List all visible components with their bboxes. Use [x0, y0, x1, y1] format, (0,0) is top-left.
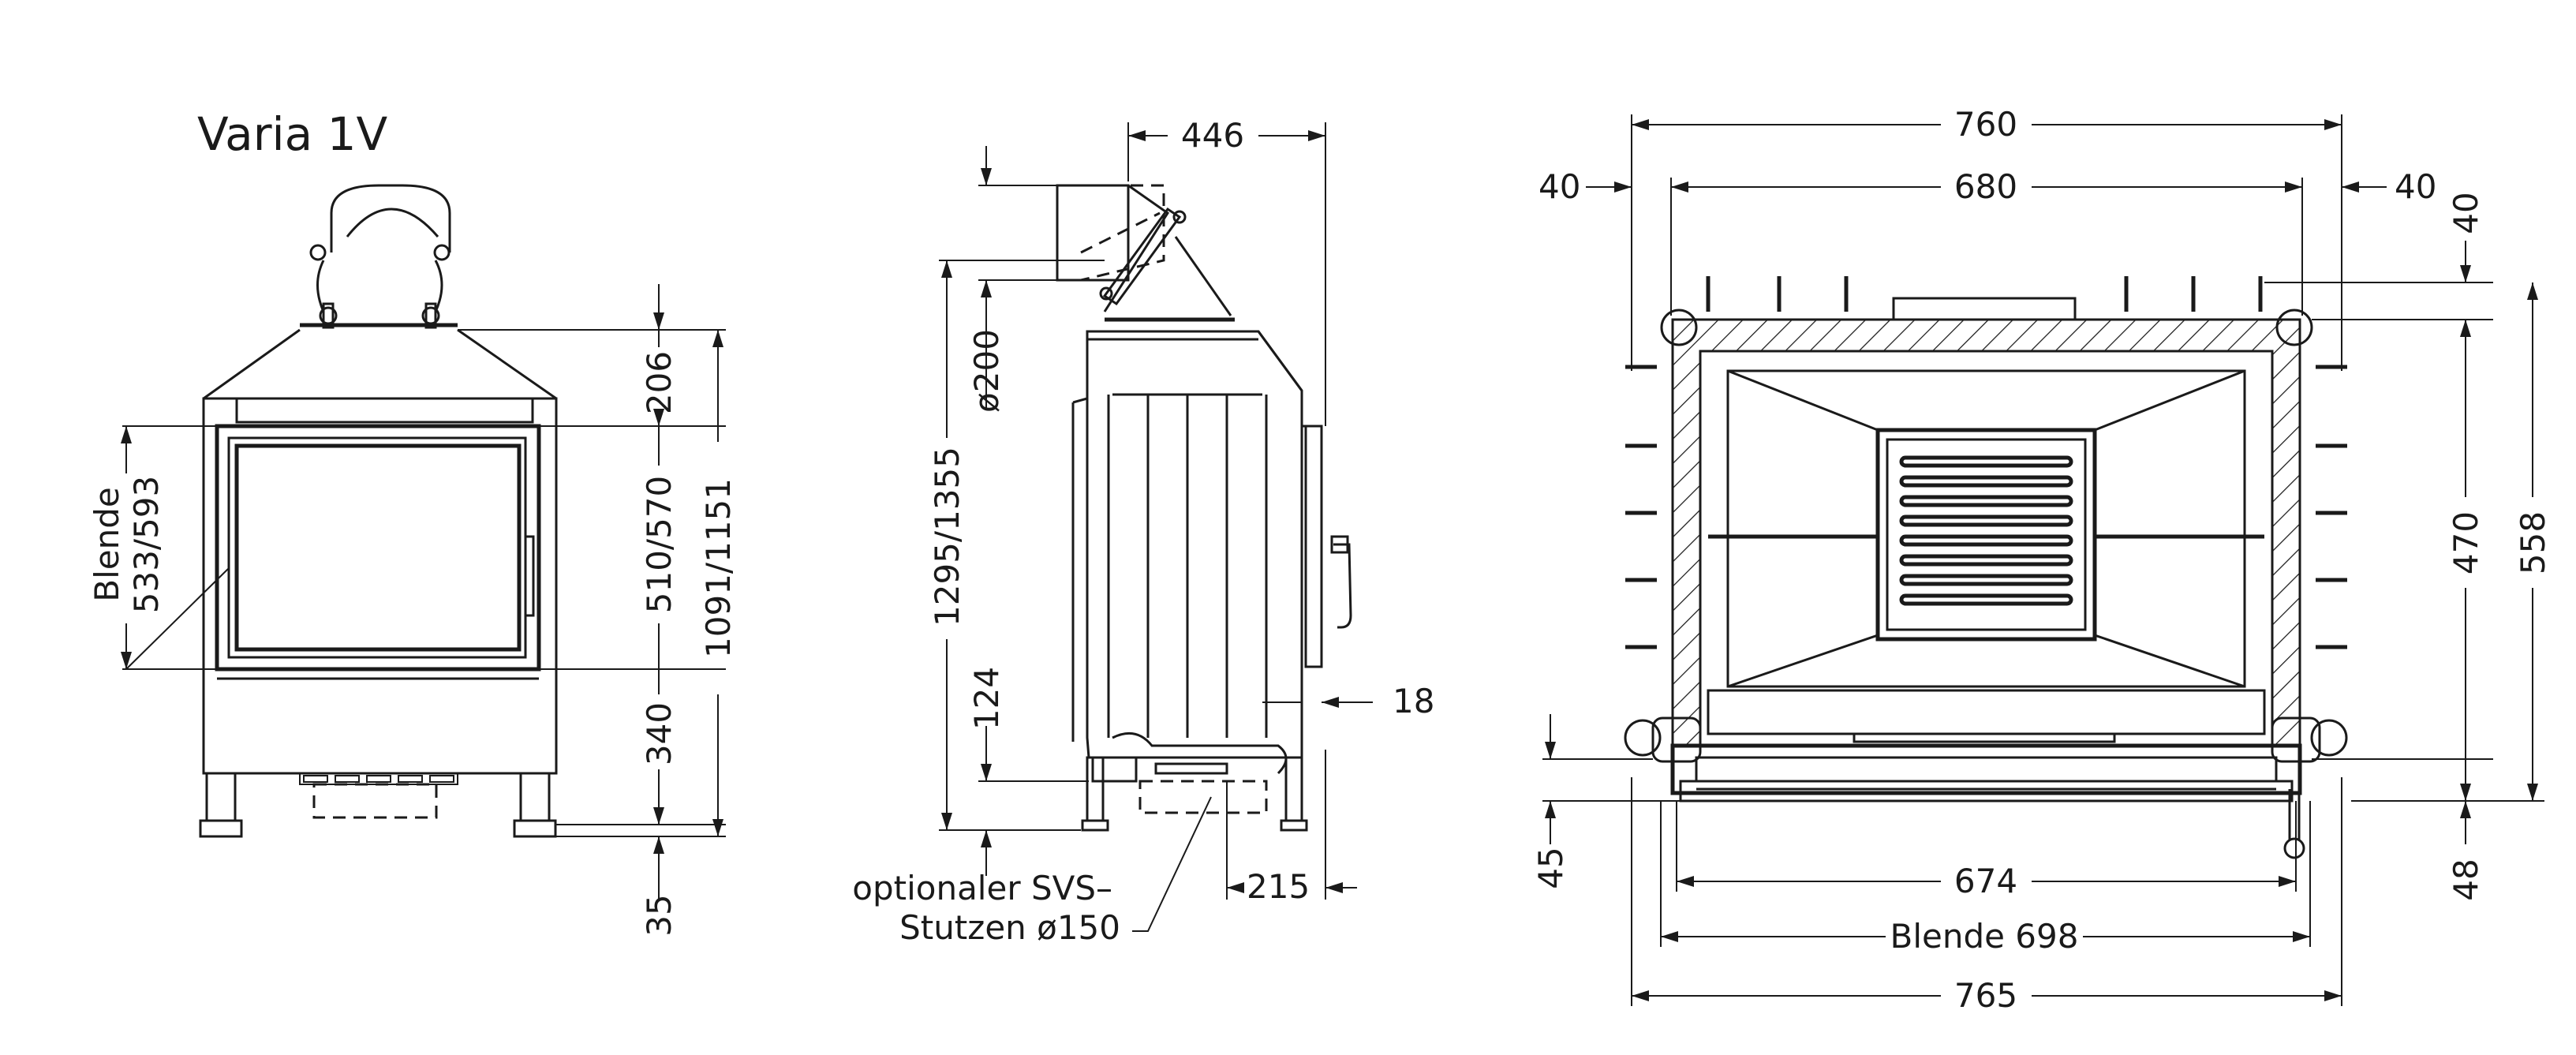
dim-45: 45: [1531, 847, 1570, 889]
dim-200: ø200: [967, 329, 1006, 413]
dim-470: 470: [2447, 511, 2485, 574]
dim-blende-698: Blende 698: [1890, 917, 2079, 956]
dim-1091-1151: 1091/1151: [699, 478, 738, 658]
dim-446: 446: [1181, 116, 1244, 155]
dim-35: 35: [640, 894, 679, 936]
dim-340: 340: [640, 702, 679, 765]
dim-40-right: 40: [2395, 167, 2436, 206]
dim-1295-1355: 1295/1355: [928, 447, 966, 627]
dim-18: 18: [1393, 682, 1434, 720]
dim-48: 48: [2447, 859, 2485, 900]
drawing-title: Varia 1V: [197, 107, 388, 161]
dim-680: 680: [1954, 167, 2017, 206]
top-view: 760 680 40 40 40 470 558: [1531, 105, 2552, 1015]
dim-760: 760: [1954, 105, 2017, 144]
dim-558: 558: [2514, 511, 2552, 574]
dim-510-570: 510/570: [640, 476, 679, 613]
svs-note-line1: optionaler SVS–: [852, 869, 1112, 907]
svs-note-line2: Stutzen ø150: [899, 908, 1120, 947]
dim-215: 215: [1247, 867, 1310, 906]
blende-value: 533/593: [127, 476, 166, 613]
dim-206: 206: [640, 351, 679, 414]
front-view: 206 510/570 340 35 1091/1151 Blende 533/…: [88, 184, 738, 937]
dim-674: 674: [1954, 862, 2017, 900]
blende-label: Blende: [88, 487, 126, 601]
dim-124: 124: [967, 667, 1006, 730]
dim-40-left: 40: [1538, 167, 1580, 206]
dim-40-vert: 40: [2447, 192, 2485, 234]
side-view: 446 ø200 1295/1355 124 18: [852, 116, 1434, 947]
dim-765: 765: [1954, 976, 2017, 1015]
